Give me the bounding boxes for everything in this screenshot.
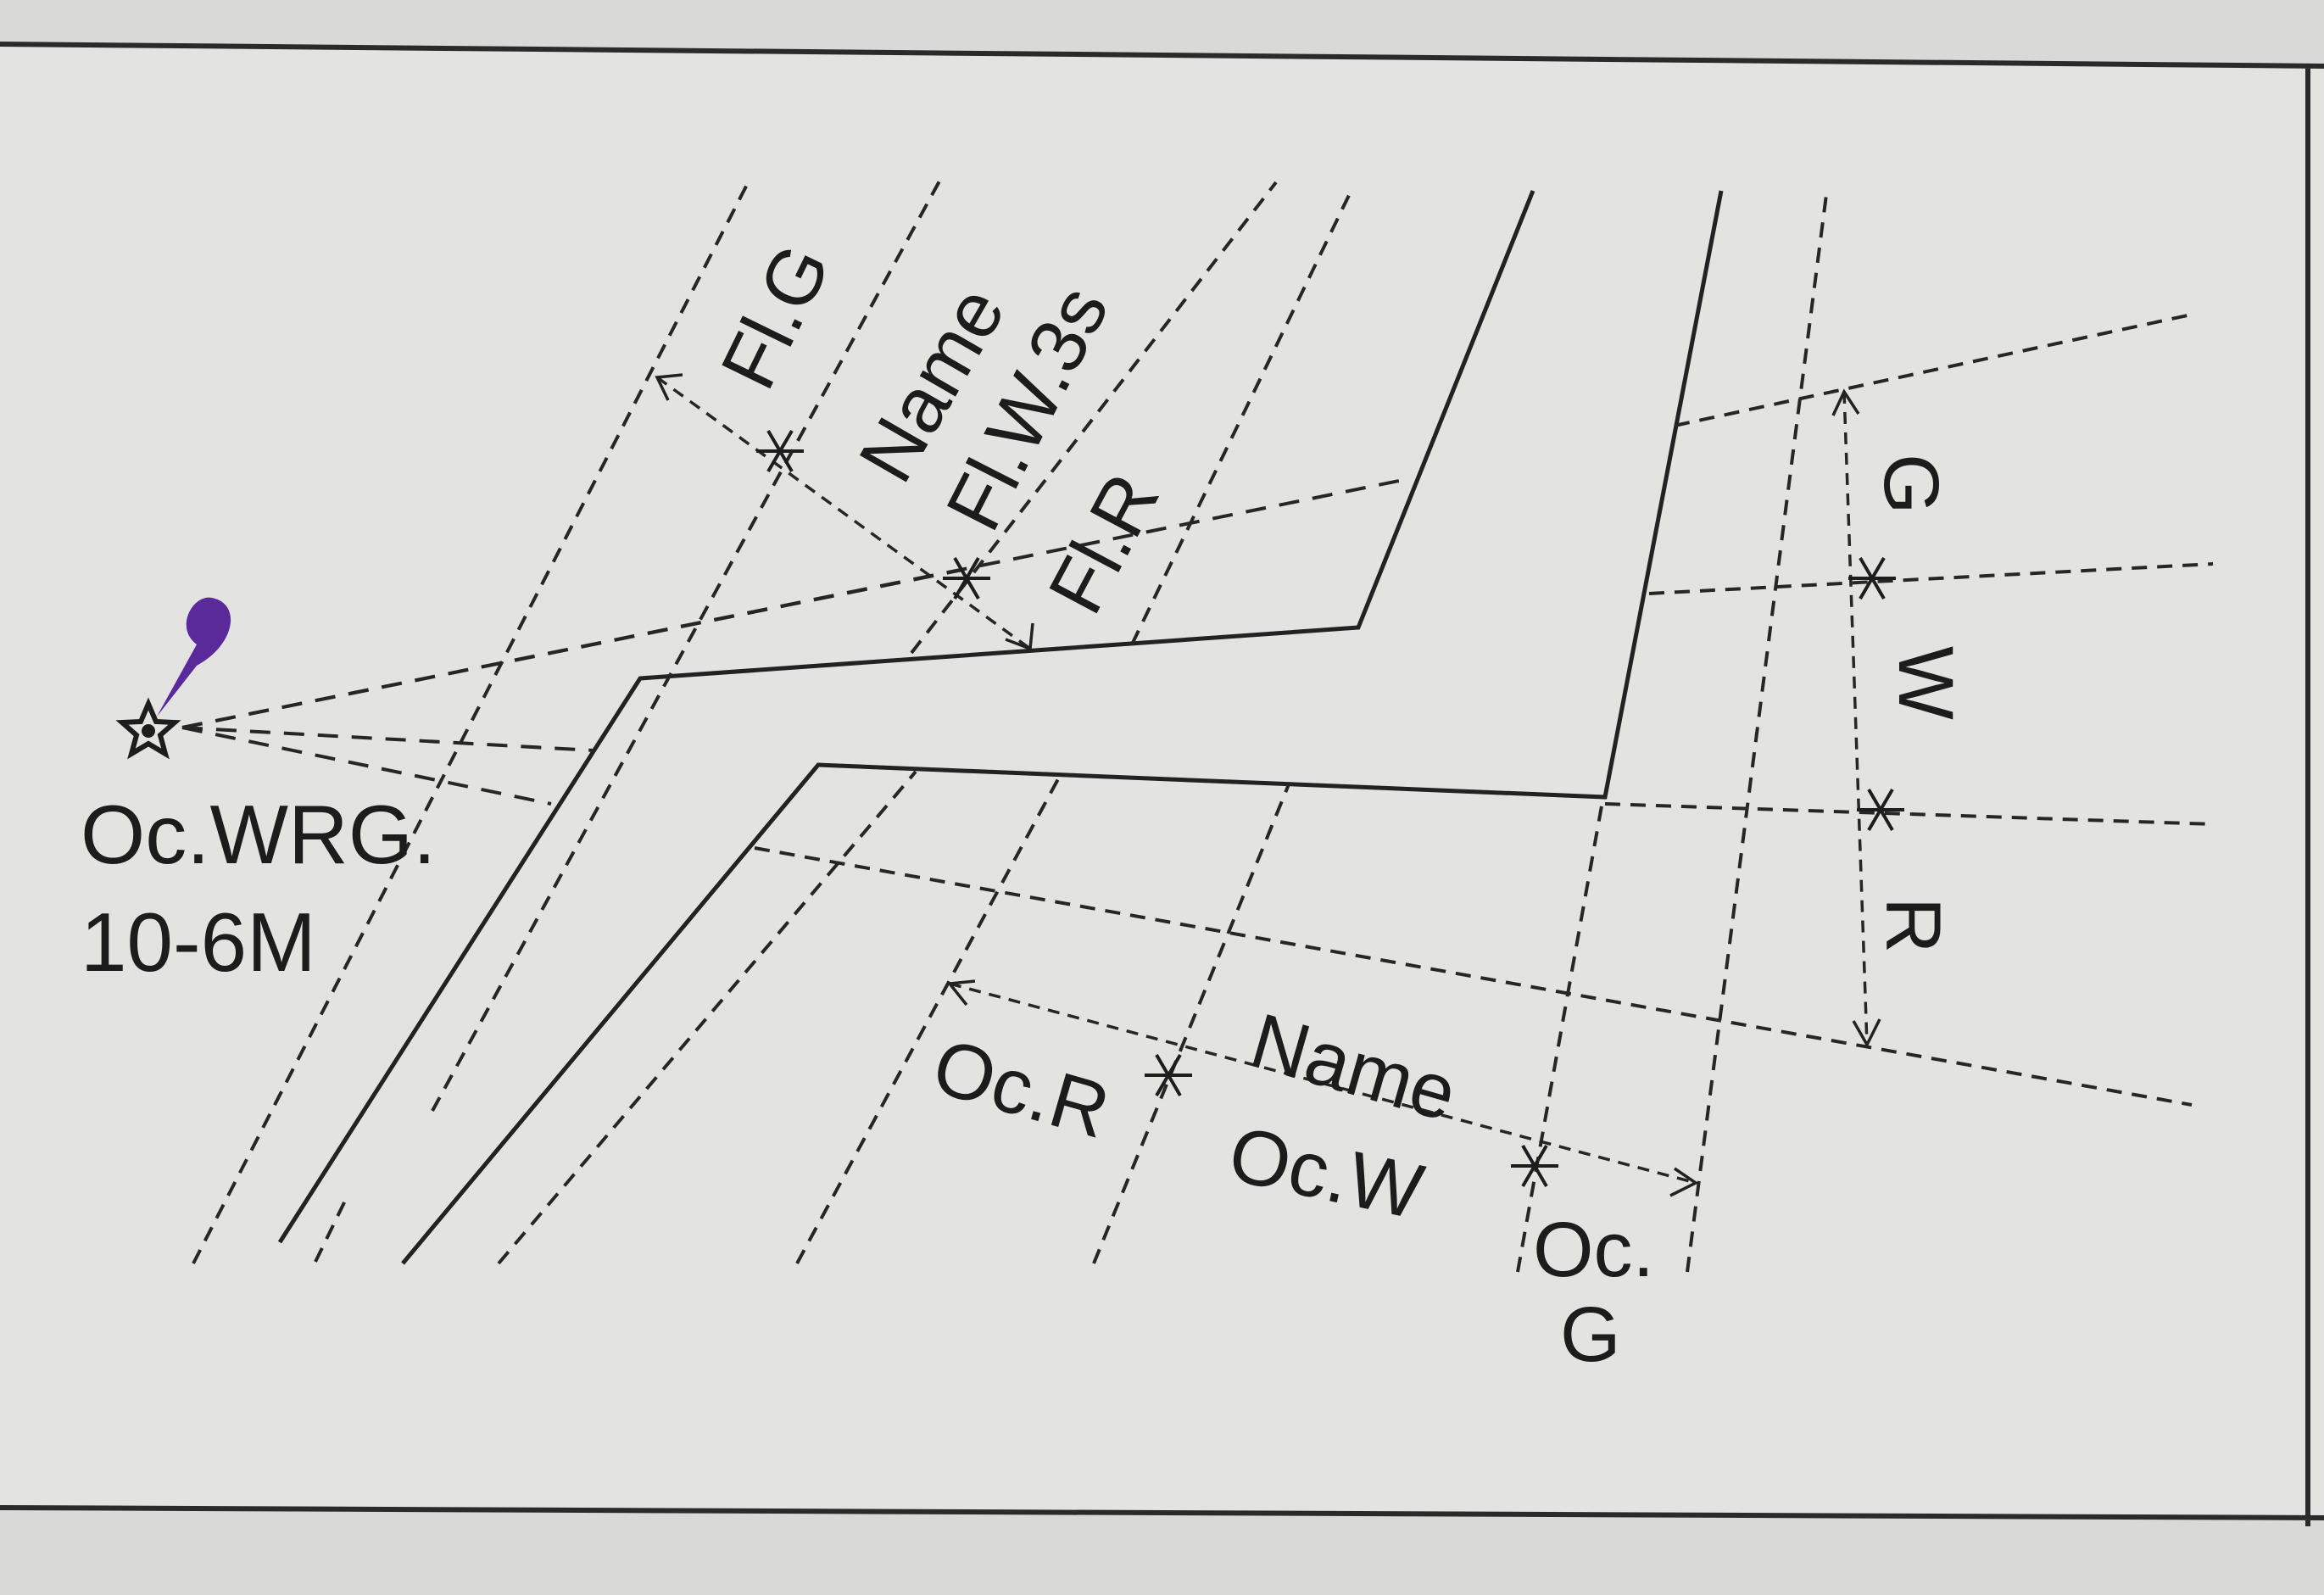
lower-sector-right-label-line1: Oc. [1533, 1207, 1654, 1293]
upper-dim-arrow-end [1005, 622, 1034, 651]
main-light-characteristic: Oc.WRG. [81, 788, 436, 881]
right-star-marker-2 [1857, 788, 1904, 832]
lower-dash-4 [1516, 800, 1604, 1273]
upper-star-marker-1 [756, 429, 804, 473]
lower-star-marker-1 [1145, 1053, 1192, 1097]
lower-dim-dash [949, 982, 1697, 1185]
right-dim-arrow-start [1831, 388, 1860, 416]
main-light-range: 10-6M [81, 895, 316, 989]
lower-dash-5 [1686, 187, 1829, 1273]
right-sector-bottom-label: R [1870, 897, 1956, 953]
right-star-marker-1 [1848, 556, 1896, 600]
right-sector-lower [754, 846, 2193, 1107]
map-pin-icon [157, 597, 231, 717]
upper-star-marker-2 [943, 556, 990, 600]
right-sector-lines [754, 314, 2214, 1107]
lower-dimension-line [946, 979, 1699, 1197]
upper-dash-4 [1130, 187, 1354, 645]
lower-dash-1 [497, 770, 917, 1265]
light-star-icon [115, 697, 181, 760]
right-dimension-line [1831, 388, 1904, 1048]
upper-dash-3 [910, 181, 1278, 655]
card-border [0, 42, 2324, 1526]
lower-dash-3 [1092, 784, 1290, 1264]
right-sector-middle-label: W [1882, 646, 1969, 720]
upper-dash-2 [314, 177, 943, 1263]
sector-line-4 [181, 726, 552, 806]
sector-line-3 [181, 726, 594, 752]
upper-channel-sector-lines [192, 177, 1354, 1264]
lower-star-marker-2 [1511, 1144, 1558, 1188]
lower-channel-sector-lines [497, 187, 1829, 1273]
lower-dim-arrow-end [1669, 1167, 1699, 1197]
right-sector-upper [1648, 562, 2214, 595]
right-sector-top-label: G [1868, 454, 1954, 515]
upper-dimension-line [655, 373, 1034, 651]
leading-sector-lines [181, 477, 1408, 806]
right-dim-dash [1842, 391, 1869, 1046]
lower-dim-arrow-start [946, 979, 976, 1007]
right-sector-top [1674, 314, 2188, 427]
sector-line-2 [181, 477, 1408, 729]
lower-sector-right-label-line2: G [1560, 1291, 1621, 1378]
upper-dim-arrow-start [655, 373, 683, 401]
upper-bank-line [277, 190, 1535, 1244]
right-dim-arrow-end [1852, 1018, 1881, 1048]
lower-bank-line [401, 190, 1724, 1265]
upper-dim-dash [655, 376, 1032, 650]
lower-dash-2 [795, 775, 1062, 1264]
